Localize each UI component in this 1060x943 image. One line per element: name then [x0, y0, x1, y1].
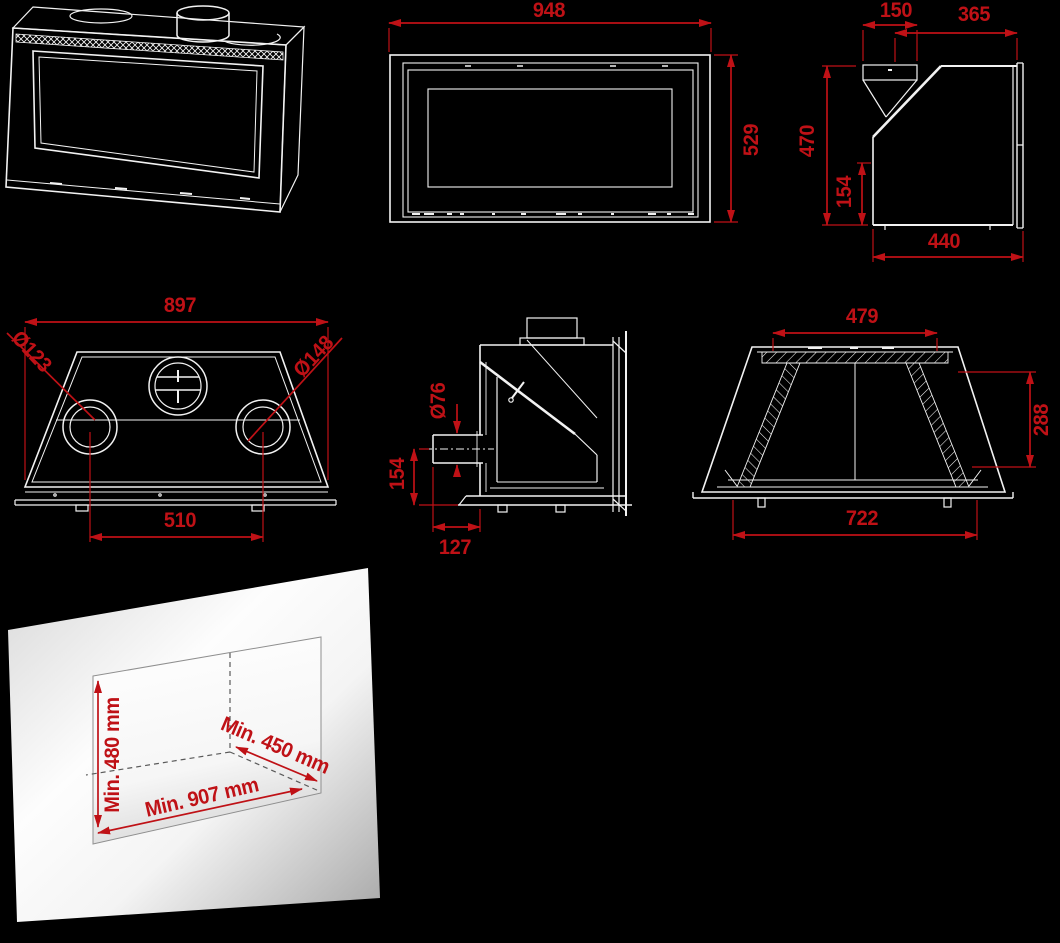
side-view	[862, 62, 1024, 230]
side-view-dimensions	[822, 21, 1024, 262]
section-view-dimensions	[410, 404, 481, 532]
rear-view-dimensions	[732, 329, 1036, 540]
section-outlet-projection-dimension: 127	[438, 536, 472, 559]
section-outlet-height-dimension: 154	[386, 457, 409, 491]
side-outlet-height-dimension: 154	[833, 175, 856, 209]
side-depth-dimension: 440	[927, 230, 961, 253]
front-width-dimension: 948	[532, 0, 566, 22]
top-duct-spacing-dimension: 510	[163, 509, 197, 532]
niche-min-height-dimension: Min. 480 mm	[101, 697, 124, 813]
rear-top-width-dimension: 479	[845, 305, 879, 328]
side-height-dimension: 470	[796, 124, 819, 158]
niche-illustration	[8, 568, 380, 922]
side-flue-width-dimension: 150	[879, 0, 913, 22]
top-view	[14, 351, 337, 512]
section-outlet-diameter: Ø76	[427, 382, 450, 420]
section-view	[424, 317, 632, 516]
rear-frame-height-dimension: 288	[1030, 403, 1053, 437]
rear-bottom-width-dimension: 722	[845, 507, 879, 530]
side-flue-to-front-dimension: 365	[957, 3, 991, 26]
rear-view	[692, 346, 1014, 508]
front-view	[389, 54, 711, 223]
perspective-view	[5, 5, 306, 213]
top-width-dimension: 897	[163, 294, 197, 317]
front-view-dimensions	[388, 19, 738, 223]
front-height-dimension: 529	[740, 123, 763, 157]
top-view-dimensions	[6, 318, 343, 542]
